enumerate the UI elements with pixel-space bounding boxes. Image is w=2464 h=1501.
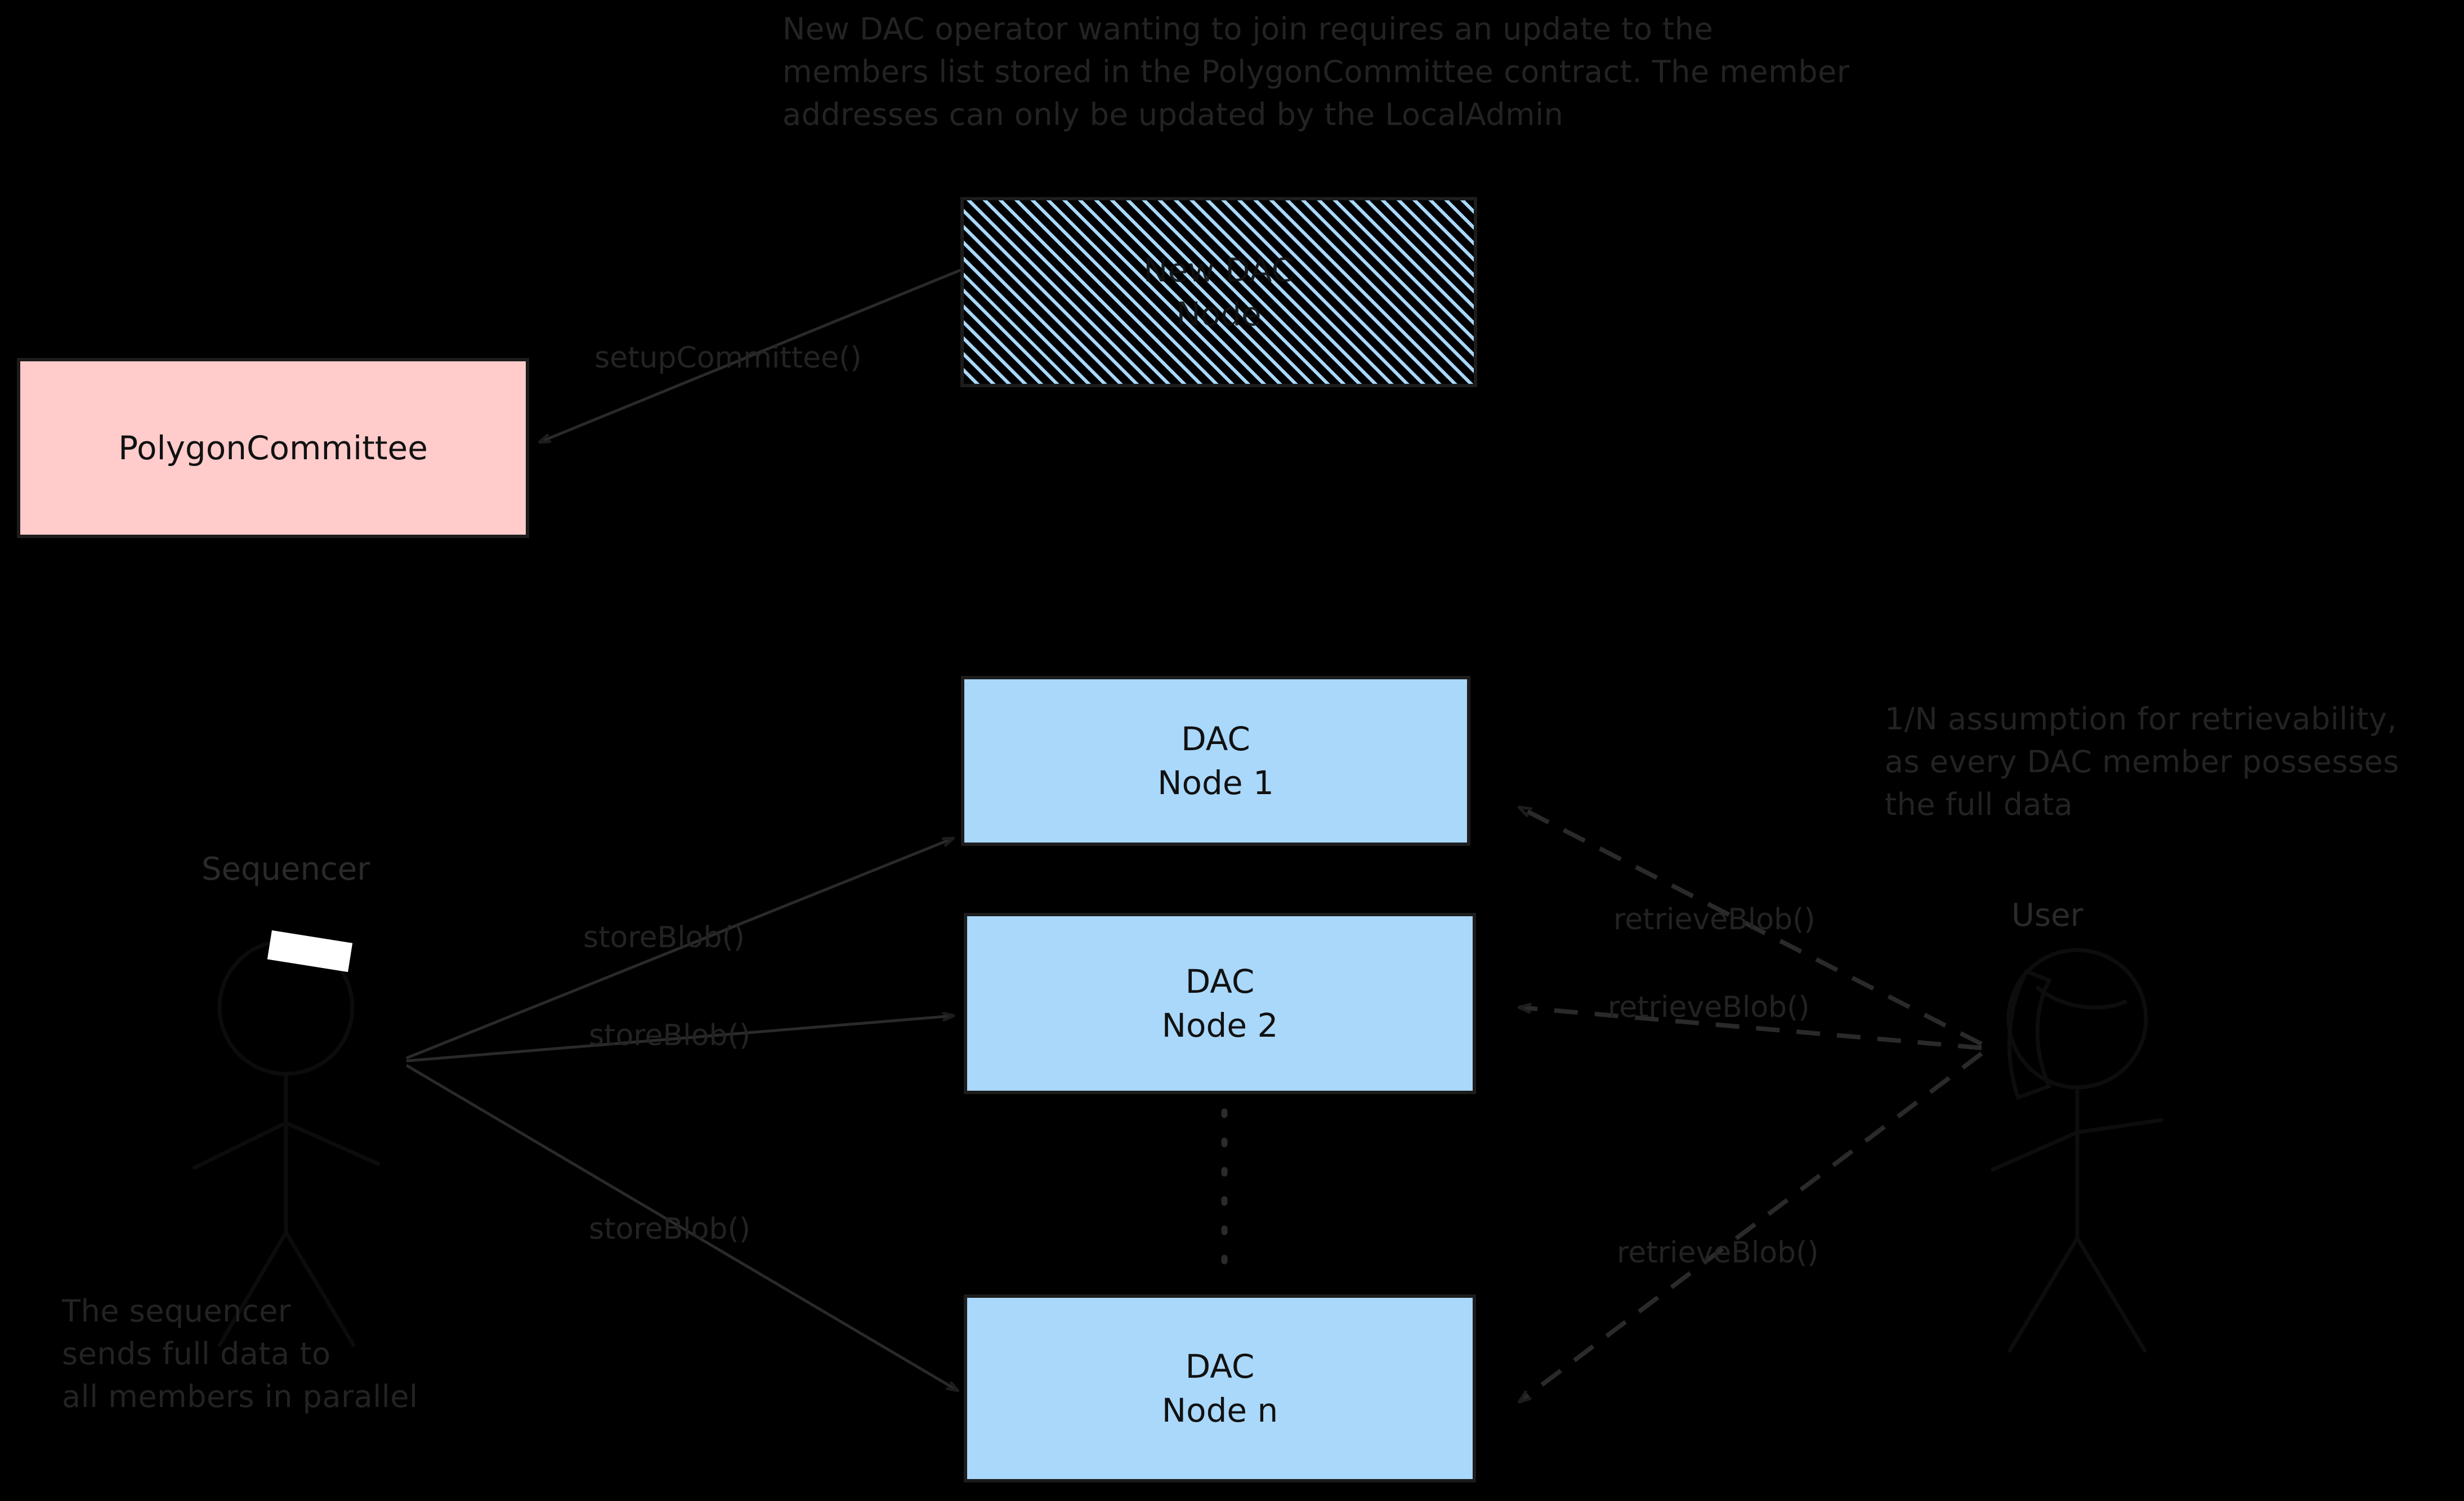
edge-store-blob-1 <box>406 839 952 1060</box>
sequencer-figure <box>192 939 381 1347</box>
edge-label-store-blob-n: storeBlob() <box>589 1212 751 1246</box>
edge-label-store-blob-1: storeBlob() <box>583 921 745 955</box>
dac-node-n-line1: DAC <box>1185 1347 1255 1386</box>
edge-retrieve-blob-2 <box>1520 1007 1982 1050</box>
note-right: 1/N assumption for retrievability, as ev… <box>1885 701 2399 822</box>
edge-retrieve-blob-n <box>1520 1051 1983 1401</box>
edge-setup-committee <box>540 268 961 442</box>
node-polygon-committee[interactable]: PolygonCommittee <box>17 358 529 538</box>
edge-store-blob-n <box>405 1064 957 1390</box>
edge-label-setup-committee: setupCommittee() <box>594 341 862 375</box>
edge-label-retrieve-blob-n: retrieveBlob() <box>1617 1236 1819 1270</box>
user-figure <box>1991 948 2164 1353</box>
dac-node-1-line2: Node 1 <box>1157 764 1274 802</box>
note-bottom-left: The sequencer sends full data to all mem… <box>62 1293 418 1414</box>
polygon-committee-label: PolygonCommittee <box>118 429 428 467</box>
node-new-dac-node[interactable]: New DAC Node <box>960 197 1477 387</box>
node-dac-node-1[interactable]: DAC Node 1 <box>961 676 1470 846</box>
user-label: User <box>2011 897 2083 934</box>
dac-node-1-line1: DAC <box>1181 720 1250 758</box>
dac-node-n-line2: Node n <box>1161 1391 1278 1430</box>
note-top: New DAC operator wanting to join require… <box>782 11 1850 132</box>
dac-node-2-line1: DAC <box>1185 962 1255 1001</box>
dac-node-2-line2: Node 2 <box>1161 1006 1278 1045</box>
edge-label-retrieve-blob-1: retrieveBlob() <box>1613 903 1815 937</box>
node-dac-node-n[interactable]: DAC Node n <box>964 1294 1476 1482</box>
sequencer-highlight-rect <box>267 930 353 973</box>
new-dac-node-line1: New DAC <box>1143 251 1294 289</box>
edge-label-retrieve-blob-2: retrieveBlob() <box>1608 991 1810 1024</box>
edge-store-blob-2 <box>406 1016 952 1063</box>
sequencer-label: Sequencer <box>202 851 370 888</box>
node-dac-node-2[interactable]: DAC Node 2 <box>964 913 1476 1094</box>
edge-retrieve-blob-1 <box>1520 808 1983 1046</box>
edge-label-store-blob-2: storeBlob() <box>589 1019 751 1052</box>
new-dac-node-line2: Node <box>1176 295 1262 333</box>
